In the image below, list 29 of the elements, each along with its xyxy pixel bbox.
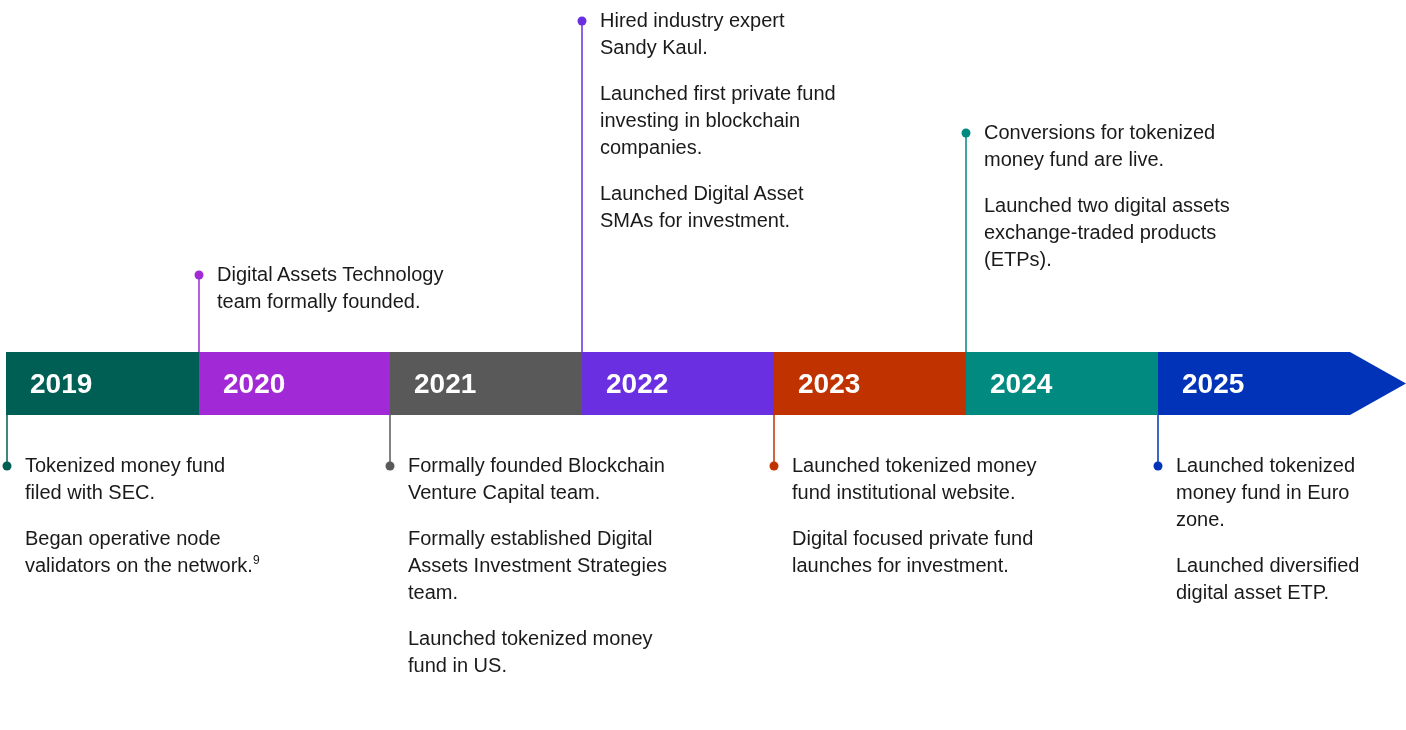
- leader-line: [385, 414, 395, 471]
- year-segment: 2021: [390, 352, 582, 415]
- leader-line: [2, 414, 12, 471]
- event-text: Conversions for tokenized money fund are live.: [984, 120, 1217, 172]
- event-text: Launched two digital assets exchange-traded products (ETPs).: [984, 193, 1231, 272]
- event-text: Launched tokenized money fund in Euro zone.: [1176, 453, 1357, 532]
- event-text: Launched tokenized money fund institutional website.: [792, 453, 1038, 505]
- year-segment: 2023: [774, 352, 966, 415]
- year-segment: 2022: [582, 352, 774, 415]
- leader-line: [194, 270, 204, 353]
- event-text: Tokenized money fund filed with SEC.: [25, 453, 227, 505]
- leader-line: [961, 128, 971, 353]
- year-segment: 2025: [1158, 352, 1406, 415]
- leader-line: [769, 414, 779, 471]
- event-text: Began operative node validators on the network.$^{9}$: [25, 526, 261, 578]
- event-text: Formally founded Blockchain Venture Capital team.: [408, 453, 666, 505]
- leader-line: [1153, 414, 1163, 471]
- event-text: Digital focused private fund launches for investment.: [792, 526, 1035, 578]
- year-segment: 2019: [6, 352, 199, 415]
- event-text: Launched first private fund investing in blockchain companies.: [600, 81, 837, 160]
- event-text: Hired industry expert Sandy Kaul.: [600, 8, 786, 60]
- event-text: Formally established Digital Assets Investment Strategies team.: [408, 526, 668, 605]
- year-segment: 2024: [966, 352, 1158, 415]
- event-text: Launched diversified digital asset ETP.: [1176, 553, 1360, 605]
- event-text: Digital Assets Technology team formally founded.: [217, 262, 445, 314]
- event-text: Launched tokenized money fund in US.: [408, 626, 654, 678]
- event-text: Launched Digital Asset SMAs for investment.: [600, 181, 805, 233]
- year-segment: 2020: [199, 352, 390, 415]
- leader-line: [577, 16, 587, 353]
